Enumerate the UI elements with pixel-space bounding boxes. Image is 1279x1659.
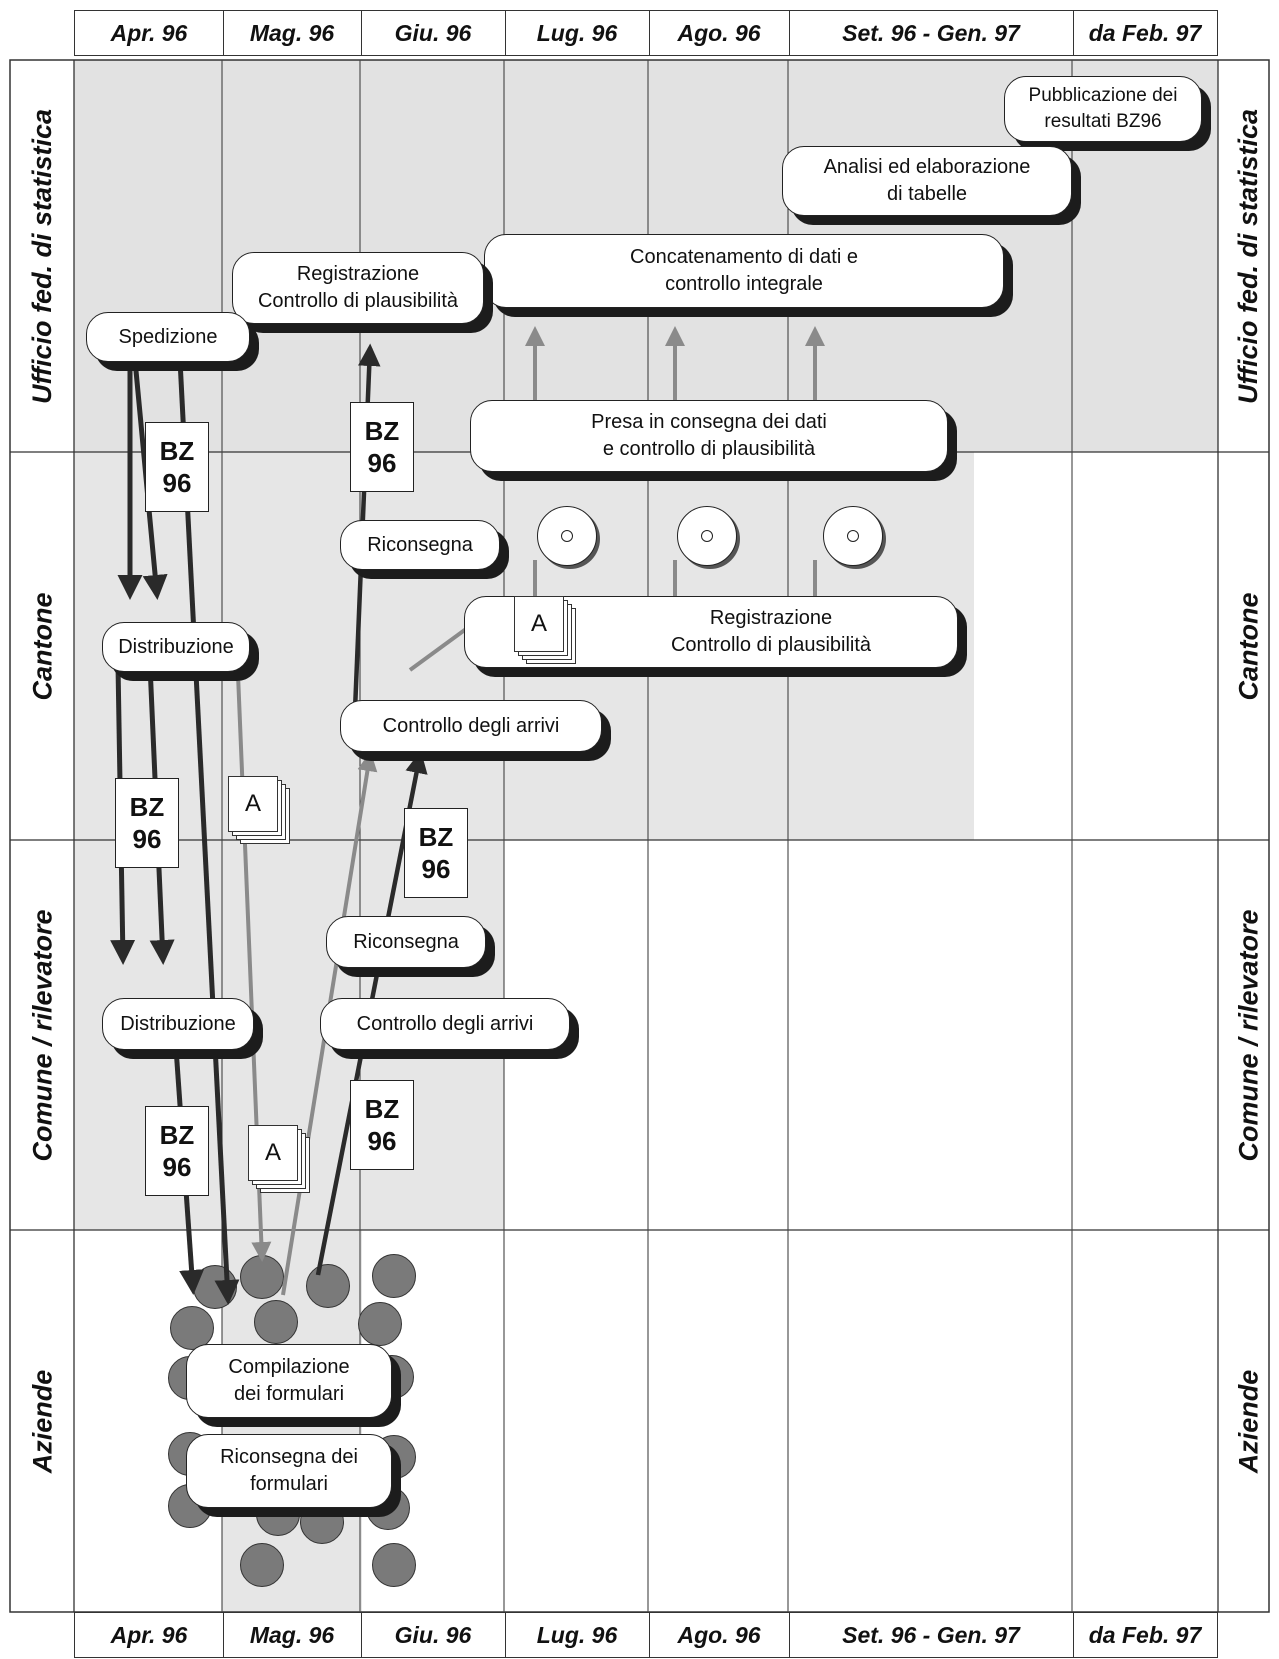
box-riconsegna-formulari: Riconsegna dei formulari (186, 1434, 392, 1508)
data-disk-icon (677, 506, 737, 566)
box-line: Riconsegna (353, 930, 459, 953)
box-spedizione: Spedizione (86, 312, 250, 362)
box-line: Controllo degli arrivi (356, 1012, 534, 1035)
box-line: formulari (250, 1473, 328, 1495)
box-line: Controllo degli arrivi (382, 714, 560, 737)
box-line: Concatenamento di dati e (630, 246, 858, 268)
month-label: Ago. 96 (649, 11, 790, 55)
month-label: Mag. 96 (223, 11, 362, 55)
box-line: Controllo di plausibilità (257, 290, 459, 312)
month-label: Giu. 96 (361, 1613, 506, 1657)
company-dot (170, 1306, 214, 1350)
document-label: A (514, 596, 564, 652)
box-line: Distribuzione (118, 635, 234, 658)
month-label: da Feb. 97 (1088, 1621, 1202, 1648)
box-line: e controllo di plausibilità (602, 438, 816, 460)
month-label: Ago. 96 (649, 1613, 790, 1657)
month-label: Apr. 96 (75, 1613, 224, 1657)
box-line: Distribuzione (120, 1012, 236, 1035)
data-disk-icon (537, 506, 597, 566)
month-label: da Feb. 97 (1088, 19, 1202, 46)
month-label: Mag. 96 (223, 1613, 362, 1657)
form-text: 96 (162, 1152, 192, 1182)
box-line: Presa in consegna dei dati (591, 411, 827, 433)
box-line: Registrazione (296, 263, 420, 285)
month-header-bottom: Apr. 96 Mag. 96 Giu. 96 Lug. 96 Ago. 96 … (74, 1612, 1218, 1658)
form-text: BZ (129, 791, 165, 822)
box-line: Analisi ed elaborazione (823, 156, 1031, 178)
box-line: Riconsegna (367, 533, 473, 556)
box-concatenamento: Concatenamento di dati e controllo integ… (484, 234, 1004, 308)
arrow (177, 359, 240, 1305)
box-line: Registrazione (709, 607, 833, 629)
form-text: 96 (162, 468, 192, 498)
box-line: Riconsegna dei (220, 1446, 358, 1468)
company-dot (240, 1255, 284, 1299)
document-stack-a: A (248, 1125, 310, 1193)
document-label: A (248, 1125, 298, 1181)
month-label: Lug. 96 (505, 11, 650, 55)
box-analisi: Analisi ed elaborazione di tabelle (782, 146, 1072, 216)
box-line: Controllo di plausibilità (670, 634, 872, 656)
data-disk-icon (823, 506, 883, 566)
box-distribuzione-cantone: Distribuzione (102, 622, 250, 672)
form-text: BZ (364, 1093, 400, 1124)
box-line: Spedizione (118, 325, 218, 348)
box-riconsegna-comune: Riconsegna (326, 916, 486, 968)
month-label: Apr. 96 (75, 11, 224, 55)
form-text: 96 (132, 824, 162, 854)
company-dot (372, 1543, 416, 1587)
company-dot (372, 1254, 416, 1298)
company-dot (240, 1543, 284, 1587)
box-distribuzione-comune: Distribuzione (102, 998, 254, 1050)
document-stack-a: A (514, 596, 576, 664)
box-controllo-arrivi-cantone: Controllo degli arrivi (340, 700, 602, 752)
form-text: BZ (418, 821, 454, 852)
form-text: 96 (367, 1126, 397, 1156)
month-label: Set. 96 - Gen. 97 (789, 11, 1074, 55)
month-header-top: Apr. 96 Mag. 96 Giu. 96 Lug. 96 Ago. 96 … (74, 10, 1218, 56)
month-label: Lug. 96 (505, 1613, 650, 1657)
document-stack-a: A (228, 776, 290, 844)
box-presa-in-consegna: Presa in consegna dei dati e controllo d… (470, 400, 948, 472)
form-text: BZ (159, 1119, 195, 1150)
box-line: dei formulari (233, 1383, 345, 1405)
box-line: Compilazione (228, 1356, 350, 1378)
box-line: controllo integrale (665, 273, 823, 295)
box-registrazione-ufficio: Registrazione Controllo di plausibilità (232, 252, 484, 324)
document-label: A (228, 776, 278, 832)
form-text: BZ (364, 415, 400, 446)
form-text: 96 (421, 854, 451, 884)
box-line: Pubblicazione dei (1028, 85, 1178, 107)
month-label: Giu. 96 (361, 11, 506, 55)
box-pubblicazione: Pubblicazione dei resultati BZ96 (1004, 76, 1202, 142)
company-dot (306, 1264, 350, 1308)
box-controllo-arrivi-comune: Controllo degli arrivi (320, 998, 570, 1050)
box-compilazione: Compilazione dei formulari (186, 1344, 392, 1418)
box-riconsegna-cantone: Riconsegna (340, 520, 500, 570)
box-line: di tabelle (886, 183, 968, 205)
form-text: BZ (159, 435, 195, 466)
form-text: 96 (367, 448, 397, 478)
company-dot (254, 1300, 298, 1344)
month-label: Set. 96 - Gen. 97 (789, 1613, 1074, 1657)
box-line: resultati BZ96 (1044, 111, 1162, 132)
